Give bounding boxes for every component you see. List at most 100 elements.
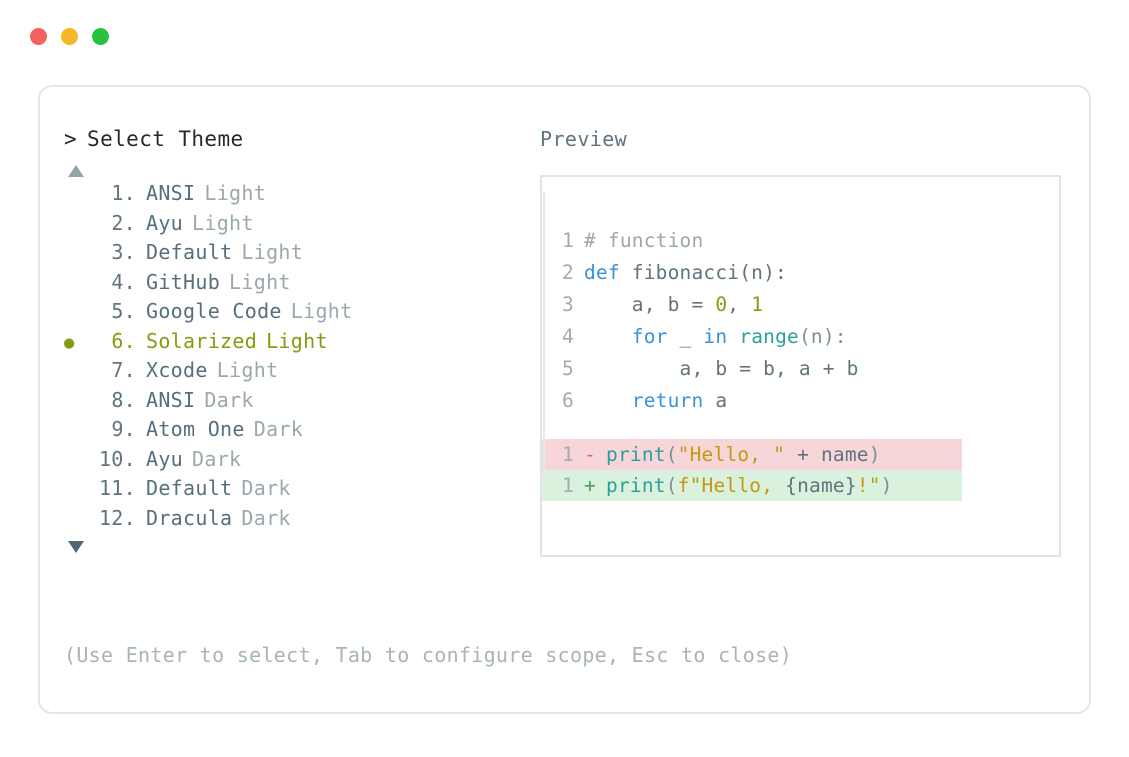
theme-item-variant: Light [290,299,353,323]
code-line-content: a, b = 0, 1 [584,289,763,321]
theme-item-number: 5. [111,299,136,323]
theme-item-variant: Dark [204,387,254,412]
theme-item-number: 1. [111,181,136,205]
window-titlebar [30,28,109,45]
theme-item-variant: Light [266,328,328,353]
window-maximize-button[interactable] [92,28,109,45]
theme-item-variant: Dark [241,476,291,500]
theme-item-number: 10. [98,446,136,471]
code-line: 6 return a [542,385,1059,417]
theme-item-number: 11. [98,476,136,500]
code-line: 3 a, b = 0, 1 [542,289,1059,321]
window-minimize-button[interactable] [61,28,78,45]
diff-line-del: 1-print("Hello, " + name) [542,439,962,470]
window-close-button[interactable] [30,28,47,45]
theme-item-number: 12. [98,505,136,530]
preview-label: Preview [540,127,628,151]
diff-line-number: 1 [562,443,574,466]
theme-list-item[interactable]: 8. ANSI Dark [64,386,534,416]
theme-item-number: 3. [111,240,136,264]
diff-sign: + [584,474,596,497]
code-token-plain [727,325,739,348]
code-token-func: range [739,325,799,348]
diff-line-add: 1 + print(f"Hello, {name}!") [542,470,962,501]
theme-item-number: 2. [111,210,136,235]
code-token-comment: # function [584,229,704,252]
code-line-content: return a [584,385,727,417]
code-token-keyword: def [584,261,632,284]
theme-item-number: 9. [111,417,136,441]
theme-item-variant: Light [192,210,254,235]
code-token-plain [584,389,632,412]
theme-item-variant: Dark [192,446,242,471]
page-title-text: Select Theme [87,127,244,151]
code-line-number: 2 [562,261,574,284]
scroll-down-arrow-icon[interactable] [68,541,84,553]
code-token-number: 1 [751,293,764,316]
gutter-rule [543,191,545,491]
theme-list-item[interactable]: ● 6. Solarized Light [64,327,534,357]
code-token-string: !" [856,474,881,497]
diff-line-content: print(f"Hello, {name}!") [606,470,893,501]
scroll-up-arrow-icon[interactable] [68,165,84,177]
code-token-number: 0 [715,293,728,316]
theme-list-item[interactable]: 9. Atom One Dark [64,415,534,445]
theme-list-item[interactable]: 3. Default Light [64,238,534,268]
theme-list-item[interactable]: 1. ANSI Light [64,179,534,209]
code-token-func: print [606,443,666,466]
code-token-plain: fibonacci(n): [631,261,787,284]
code-line-content: for _ in range(n): [584,321,847,353]
theme-item-name: Default [146,476,233,500]
code-line-content: a, b = b, a + b [584,353,859,385]
theme-item-variant: Dark [241,505,291,530]
diff-line-number: 1 [562,474,574,497]
code-token-punct: (n): [798,325,847,348]
code-line-number: 6 [562,389,574,412]
theme-item-number: 4. [111,269,136,294]
code-lines: 1 # function 2 def fibonacci(n): 3 a, b = 0,… [542,225,1059,417]
code-token-plain: _ [667,325,704,348]
code-preview: 1 # function 2 def fibonacci(n): 3 a, b = 0,… [542,191,1059,501]
code-token-string: "Hello, " [677,443,786,466]
theme-item-name: Default [146,240,233,264]
theme-item-name: ANSI [146,181,196,205]
theme-item-variant: Light [216,358,279,382]
selected-bullet-icon: ● [64,332,75,353]
code-token-plain [584,325,632,348]
code-token-punct: ) [880,474,893,497]
diff-lines: 1-print("Hello, " + name)1+print(f"Hello… [542,439,1059,501]
theme-item-name: Xcode [146,358,208,382]
preview-panel: Preview 1 # function 2 def fibonacci(n): 3 a… [540,125,1068,557]
theme-item-name: Atom One [146,417,245,441]
diff-line-content: print("Hello, " + name) [606,439,881,470]
theme-item-variant: Light [229,269,291,294]
theme-item-variant: Light [241,240,304,264]
theme-item-variant: Dark [253,417,304,441]
theme-item-variant: Light [204,181,267,205]
theme-item-number: 8. [111,387,136,412]
code-token-plain: a [703,389,728,412]
theme-item-name: Solarized [146,328,258,353]
keyboard-hint: (Use Enter to select, Tab to configure s… [64,643,793,667]
code-line-number: 1 [562,229,574,252]
theme-list-item[interactable]: 11. Default Dark [64,474,534,504]
code-token-punct: ) [868,443,881,466]
code-token-func: print [606,474,666,497]
theme-item-number: 6. [111,328,136,353]
theme-item-name: ANSI [146,387,196,412]
code-token-plain: , [727,293,752,316]
code-token-plain: + name [785,443,869,466]
code-token-keyword: return [631,389,704,412]
code-line-number: 3 [562,293,574,316]
preview-box: 1 # function 2 def fibonacci(n): 3 a, b = 0,… [540,175,1061,557]
prompt-caret-icon: > [64,127,78,151]
